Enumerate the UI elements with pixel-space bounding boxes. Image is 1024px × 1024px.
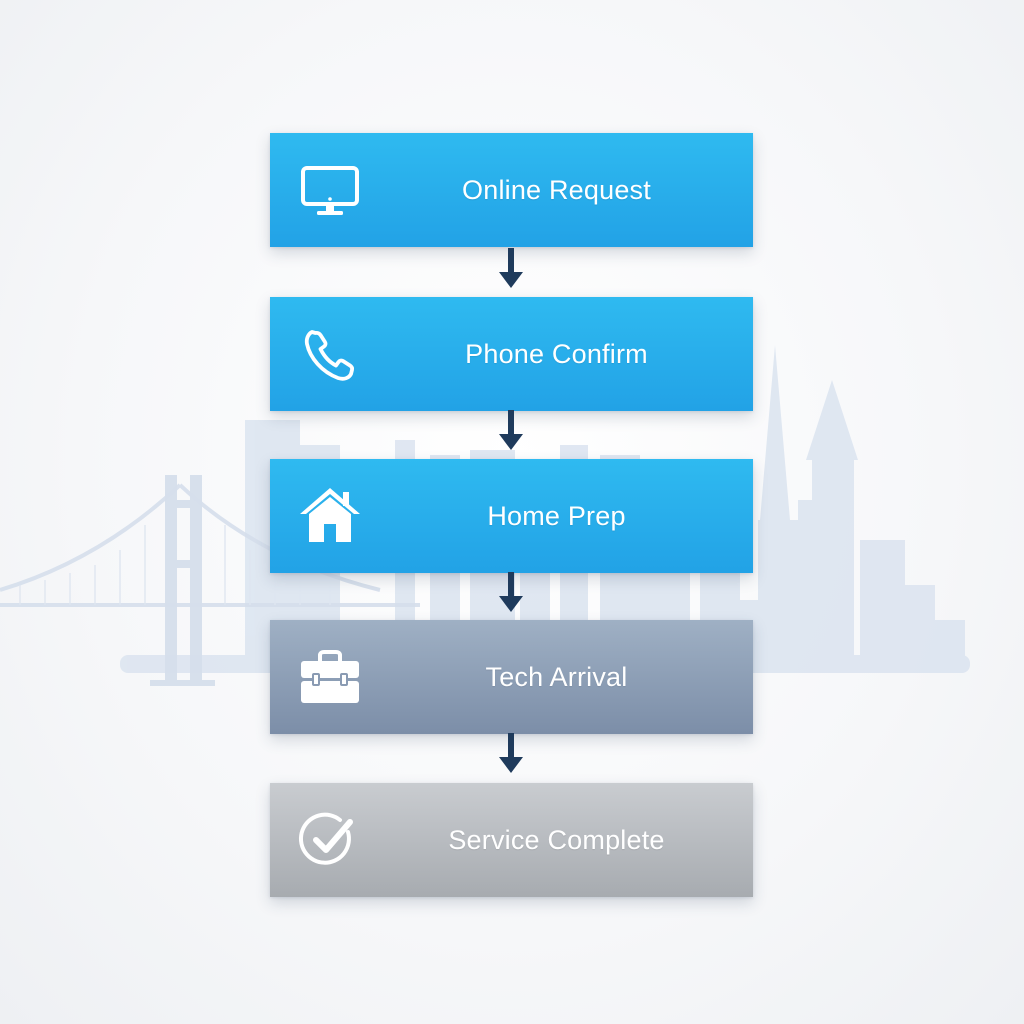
house-icon [298,486,362,546]
step-label: Tech Arrival [485,662,628,692]
flow-step-phone-confirm: Phone Confirm [270,297,753,411]
flow-step-online-request: Online Request [270,133,753,247]
down-arrow-icon [496,733,526,775]
step-label: Home Prep [487,501,626,531]
computer-monitor-icon [298,160,362,220]
down-arrow-icon [496,248,526,290]
step-label: Online Request [462,175,651,205]
flow-step-home-prep: Home Prep [270,459,753,573]
toolbox-icon [298,647,362,707]
down-arrow-icon [496,572,526,614]
phone-icon [298,324,362,384]
flow-step-tech-arrival: Tech Arrival [270,620,753,734]
check-circle-icon [298,810,362,870]
down-arrow-icon [496,410,526,452]
step-label: Phone Confirm [465,339,648,369]
flow-step-service-complete: Service Complete [270,783,753,897]
step-label: Service Complete [448,825,665,855]
